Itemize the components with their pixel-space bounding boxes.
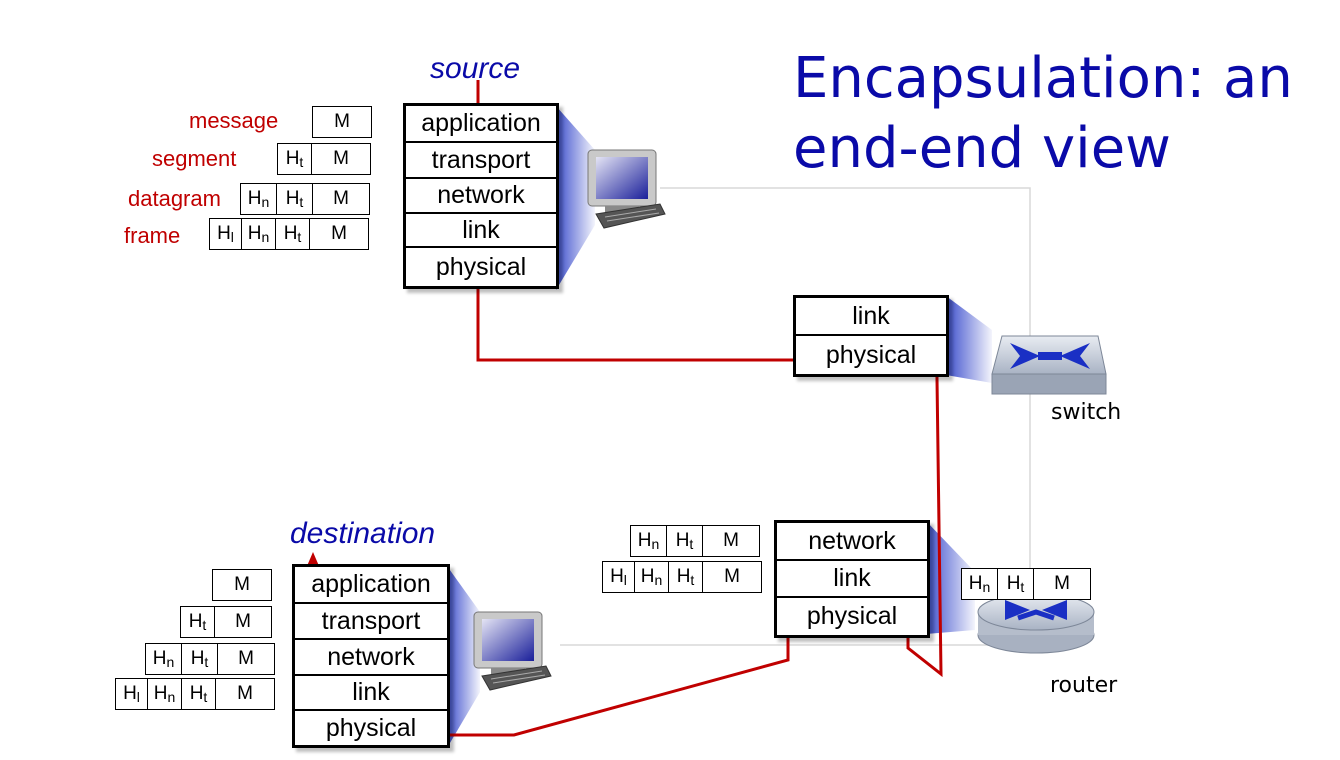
destination-projection xyxy=(447,566,480,748)
source-projection xyxy=(556,106,595,290)
payload-cell: M xyxy=(723,530,739,551)
payload-cell: M xyxy=(331,223,347,244)
destination-network-layer: network xyxy=(295,640,447,676)
source-network-layer: network xyxy=(406,179,556,214)
source-computer-icon xyxy=(587,149,666,229)
slide-title-line-1: Encapsulation: an xyxy=(793,46,1293,111)
destination-physical-layer: physical xyxy=(325,713,417,742)
router-link-layer: link xyxy=(777,561,927,598)
source-application-layer: application xyxy=(406,106,556,143)
router-physical-layer: physical xyxy=(806,602,898,630)
router-network-layer: network xyxy=(777,523,927,561)
switch-physical-layer: physical xyxy=(825,340,917,369)
source-physical-layer: physical xyxy=(435,252,527,281)
destination-protocol-stack: application transport network link physi… xyxy=(292,564,450,748)
router-protocol-stack: network link physical xyxy=(774,520,930,638)
payload-cell: M xyxy=(237,683,253,704)
source-label: source xyxy=(430,52,521,85)
destination-message-packet: M xyxy=(212,569,272,601)
source-transport-layer: transport xyxy=(406,143,556,179)
source-link-layer: link xyxy=(406,214,556,248)
payload-cell: M xyxy=(1054,573,1070,594)
destination-transport-layer: transport xyxy=(295,604,447,640)
frame-label: frame xyxy=(124,223,181,248)
payload-cell: M xyxy=(334,111,350,132)
destination-application-layer: application xyxy=(295,567,447,604)
switch-icon xyxy=(991,335,1107,395)
slide-title: Encapsulation: an end-end view xyxy=(793,44,1293,184)
payload-cell: M xyxy=(235,611,251,632)
slide-title-line-2: end-end view xyxy=(793,116,1171,181)
source-protocol-stack: application transport network link physi… xyxy=(403,103,559,289)
payload-cell: M xyxy=(333,148,349,169)
switch-link-layer: link xyxy=(796,298,946,336)
segment-label: segment xyxy=(152,146,237,171)
datagram-label: datagram xyxy=(128,186,221,211)
switch-protocol-stack: link physical xyxy=(793,295,949,377)
destination-link-layer: link xyxy=(295,676,447,711)
payload-cell: M xyxy=(333,188,349,209)
router-icon xyxy=(977,593,1095,654)
switch-projection xyxy=(946,296,992,383)
payload-cell: M xyxy=(234,574,250,595)
router-label: router xyxy=(1050,673,1118,698)
payload-cell: M xyxy=(724,566,740,587)
switch-label: switch xyxy=(1051,400,1122,425)
destination-computer-icon xyxy=(473,611,552,691)
message-label: message xyxy=(189,108,279,133)
payload-cell: M xyxy=(238,648,254,669)
destination-label: destination xyxy=(290,517,436,550)
source-message-packet: M xyxy=(312,106,372,138)
